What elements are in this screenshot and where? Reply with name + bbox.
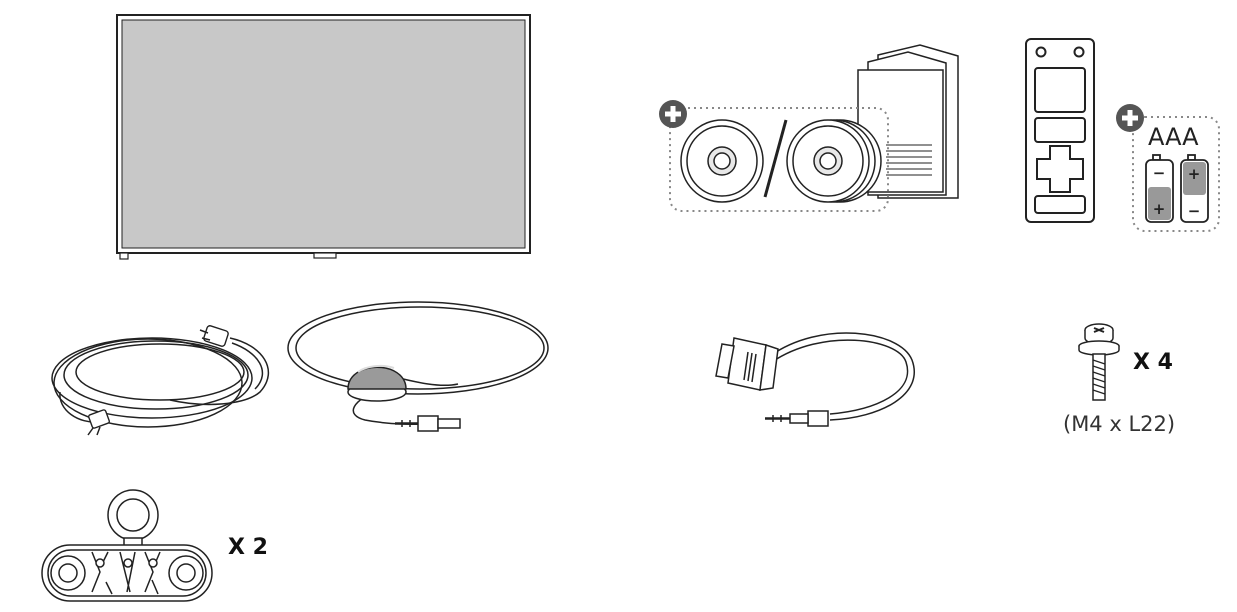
- plus-badge-icon: [1116, 104, 1144, 132]
- battery-dotted-frame: [1132, 116, 1220, 232]
- rs232-cable-icon: [715, 332, 915, 427]
- battery-type-label: AAA: [1148, 123, 1199, 151]
- battery-minus-sign: −: [1188, 202, 1201, 220]
- screw-spec-label: (M4 x L22): [1063, 412, 1176, 436]
- cable-holder-icon: [41, 489, 213, 602]
- cd-icon: [680, 119, 882, 203]
- ir-sensor-icon: [287, 301, 549, 432]
- monitor-icon: [116, 14, 531, 260]
- manual-icon: [857, 44, 959, 199]
- cd-dotted-frame: [669, 107, 889, 212]
- battery-plus-sign: +: [1188, 165, 1201, 183]
- battery-icon: [1145, 154, 1209, 223]
- power-cord-icon: [51, 325, 270, 436]
- screw-icon: [1078, 323, 1120, 401]
- cable-holder-quantity-label: X 2: [228, 535, 268, 560]
- remote-control-icon: [1025, 38, 1095, 223]
- screw-quantity-label: X 4: [1133, 350, 1173, 375]
- plus-badge-icon: [659, 100, 687, 128]
- battery-minus-sign: −: [1153, 164, 1166, 182]
- battery-plus-sign: +: [1153, 200, 1166, 218]
